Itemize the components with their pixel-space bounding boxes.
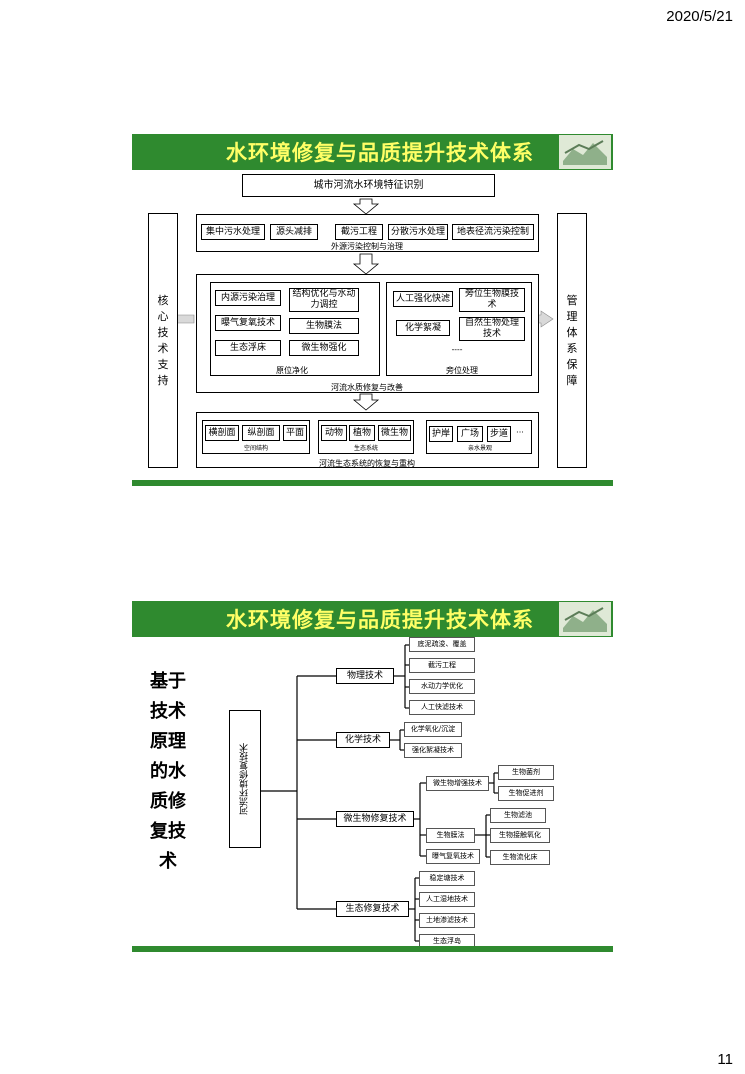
university-logo-image <box>559 135 611 169</box>
micro-enhance-item: 生物促进剂 <box>498 786 554 801</box>
water-quality-label: 河流水质修复与改善 <box>331 383 403 392</box>
slide-1-banner: 水环境修复与品质提升技术体系 <box>132 134 613 170</box>
insitu-item: 生物膜法 <box>289 318 359 334</box>
landscape-item: 广场 <box>457 426 483 442</box>
aeration-node: 曝气复氧技术 <box>426 849 480 864</box>
external-item: 截污工程 <box>335 224 383 240</box>
physical-item: 水动力学优化 <box>409 679 475 694</box>
management-guarantee-label: 管理体系保障 <box>566 293 578 387</box>
insitu-item: 微生物强化 <box>289 340 359 356</box>
external-item: 源头减排 <box>270 224 318 240</box>
river-characteristic-box: 城市河流水环境特征识别 <box>242 174 495 197</box>
eco-item: 植物 <box>349 425 375 441</box>
slide-1-footer <box>132 480 613 486</box>
date-label: 2020/5/21 <box>666 8 733 25</box>
slide-1: 水环境修复与品质提升技术体系 城市河流水环境特征识别 核心技术支持 管理体系保障… <box>132 134 613 486</box>
chemical-item: 强化絮凝技术 <box>404 743 462 758</box>
biofilm-item: 生物滤池 <box>490 808 546 823</box>
biofilm-item: 生物流化床 <box>490 850 550 865</box>
external-pollution-label: 外源污染控制与治理 <box>331 242 403 251</box>
ecological-item: 稳定塘技术 <box>419 871 475 886</box>
slide-2-banner: 水环境修复与品质提升技术体系 <box>132 601 613 637</box>
eco-restore-label: 河流生态系统的恢复与重构 <box>319 459 415 468</box>
management-guarantee-box: 管理体系保障 <box>557 213 587 468</box>
micro-node: 微生物修复技术 <box>336 811 414 827</box>
insitu-item: 结构优化与水动力调控 <box>289 288 359 312</box>
biofilm-node: 生物膜法 <box>426 828 475 843</box>
slide-2-side-title: 基于技术原理的水质修复技术 <box>150 671 186 872</box>
landscape-item: 护岸 <box>429 426 453 442</box>
physical-item: 截污工程 <box>409 658 475 673</box>
micro-enhance-item: 生物菌剂 <box>498 765 554 780</box>
eco-item: 微生物 <box>378 425 411 441</box>
core-tech-support-label: 核心技术支持 <box>157 293 169 387</box>
bypass-item: 化学絮凝 <box>396 320 450 336</box>
ecological-node: 生态修复技术 <box>336 901 409 917</box>
landscape-item: 步道 <box>487 426 511 442</box>
eco-label: 生态系统 <box>353 445 378 452</box>
slide-2-title: 水环境修复与品质提升技术体系 <box>226 608 534 632</box>
bypass-item: 旁位生物膜技术 <box>459 288 525 312</box>
ecological-item: 土地渗滤技术 <box>419 913 475 928</box>
slide-2-footer <box>132 946 613 952</box>
physical-node: 物理技术 <box>336 668 394 684</box>
insitu-item: 内源污染治理 <box>215 290 281 306</box>
root-node-label: 河流环境修复技术 <box>239 743 250 815</box>
bypass-label: 旁位处理 <box>446 366 478 375</box>
university-logo-image <box>559 602 611 636</box>
chemical-item: 化学氧化/沉淀 <box>404 722 462 737</box>
root-node: 河流环境修复技术 <box>229 710 261 848</box>
space-item: 纵剖面 <box>242 425 280 441</box>
bypass-item: 自然生物处理技术 <box>459 317 525 341</box>
tree-connectors <box>261 644 498 942</box>
biofilm-item: 生物接触氧化 <box>490 828 550 843</box>
page-number: 11 <box>717 1051 733 1068</box>
physical-item: 底泥疏浚、覆盖 <box>409 637 475 652</box>
bypass-item: 人工强化快滤 <box>393 291 453 307</box>
core-tech-support-box: 核心技术支持 <box>148 213 178 468</box>
slide-2: 水环境修复与品质提升技术体系 基于技术原理的水质修复技术 <box>132 601 613 952</box>
space-item: 平面 <box>283 425 307 441</box>
micro-enhance-node: 微生物增强技术 <box>426 776 489 791</box>
slide-1-title: 水环境修复与品质提升技术体系 <box>226 141 534 165</box>
ecological-item: 人工湿地技术 <box>419 892 475 907</box>
chemical-node: 化学技术 <box>336 732 390 748</box>
landscape-label: 亲水景观 <box>467 445 492 452</box>
external-item: 集中污水处理 <box>201 224 265 240</box>
physical-item: 人工快滤技术 <box>409 700 475 715</box>
external-item: 地表径流污染控制 <box>452 224 534 240</box>
bypass-ellipsis: ---- <box>451 345 463 354</box>
space-item: 横剖面 <box>205 425 239 441</box>
insitu-item: 曝气复氧技术 <box>215 315 281 331</box>
landscape-ellipsis: ··· <box>516 428 524 437</box>
eco-item: 动物 <box>321 425 347 441</box>
space-label: 空间结构 <box>243 445 268 452</box>
insitu-item: 生态浮床 <box>215 340 281 356</box>
insitu-label: 原位净化 <box>276 366 308 375</box>
external-item: 分散污水处理 <box>388 224 448 240</box>
